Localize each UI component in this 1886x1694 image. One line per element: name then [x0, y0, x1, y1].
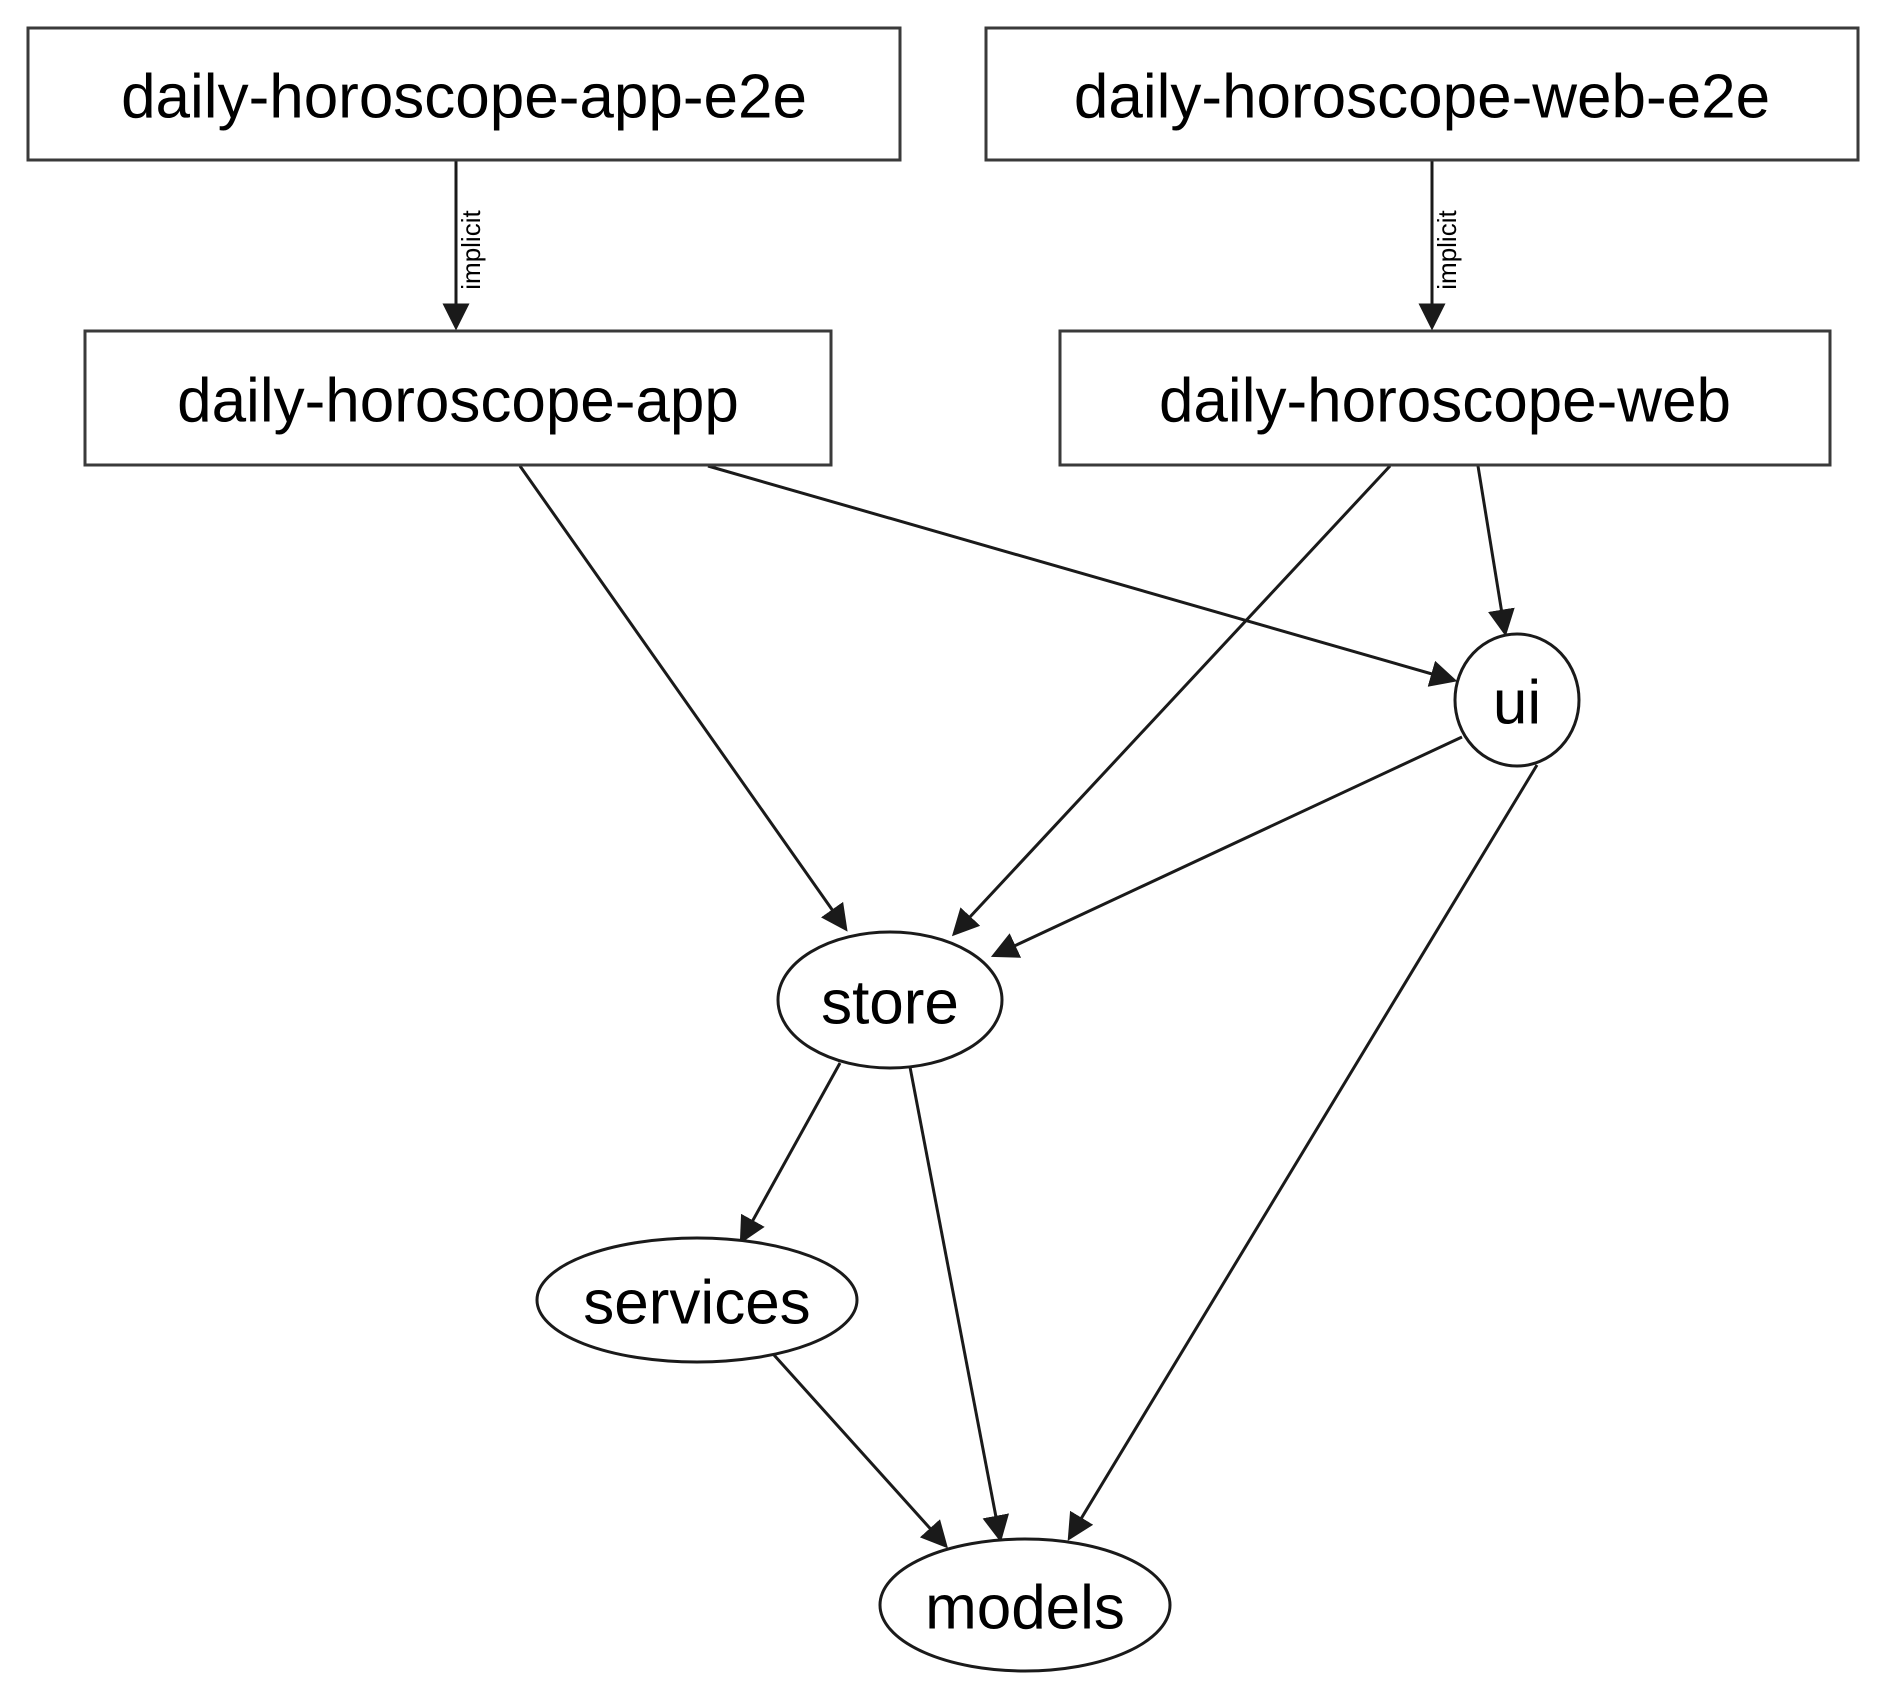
edge-services-to-models	[763, 1343, 949, 1549]
edge-app-to-store	[518, 465, 848, 932]
edge-store-to-services	[739, 1062, 842, 1244]
edge-line	[908, 1066, 1010, 1543]
node-label: ui	[1493, 669, 1541, 738]
edge-line	[518, 465, 848, 932]
edge-label-e2e-web-to-web: implicit	[1432, 210, 1462, 290]
edges-layer: implicit implicit	[442, 161, 1539, 1549]
edge-web-to-ui	[1476, 465, 1515, 637]
node-label: daily-horoscope-app	[177, 367, 739, 436]
node-shape-ellipse[interactable]	[878, 1537, 1172, 1673]
edge-ui-to-store	[990, 735, 1463, 958]
edge-line	[990, 735, 1463, 958]
edge-e2e-app-to-app: implicit	[442, 161, 486, 331]
node-shape-box[interactable]	[83, 329, 833, 467]
node-services[interactable]: services	[535, 1236, 859, 1364]
edge-line	[951, 464, 1392, 937]
edge-line	[739, 1062, 842, 1244]
node-daily-horoscope-web-e2e[interactable]: daily-horoscope-web-e2e	[984, 26, 1860, 162]
nodes-layer: daily-horoscope-app-e2e daily-horoscope-w…	[26, 26, 1860, 1673]
node-label: store	[821, 969, 959, 1038]
node-shape-ellipse[interactable]	[1453, 632, 1581, 768]
node-label: daily-horoscope-web	[1159, 367, 1731, 436]
node-daily-horoscope-app-e2e[interactable]: daily-horoscope-app-e2e	[26, 26, 902, 162]
node-shape-ellipse[interactable]	[535, 1236, 859, 1364]
edge-store-to-models	[908, 1066, 1010, 1543]
edge-app-to-ui	[707, 464, 1458, 687]
edge-line	[1067, 764, 1539, 1541]
node-shape-ellipse[interactable]	[776, 930, 1004, 1070]
node-label: daily-horoscope-web-e2e	[1074, 63, 1770, 132]
node-shape-box[interactable]	[984, 26, 1860, 162]
node-shape-box[interactable]	[26, 26, 902, 162]
node-shape-box[interactable]	[1058, 329, 1832, 467]
node-ui[interactable]: ui	[1453, 632, 1581, 768]
edge-label-e2e-app-to-app: implicit	[456, 210, 486, 290]
edge-web-to-store	[951, 464, 1392, 937]
node-label: services	[583, 1269, 810, 1338]
node-models[interactable]: models	[878, 1537, 1172, 1673]
edge-line	[1476, 465, 1515, 637]
node-daily-horoscope-web[interactable]: daily-horoscope-web	[1058, 329, 1832, 467]
node-label: daily-horoscope-app-e2e	[121, 63, 807, 132]
edge-ui-to-models	[1067, 764, 1539, 1541]
node-label: models	[925, 1574, 1125, 1643]
edge-line	[763, 1343, 949, 1549]
node-daily-horoscope-app[interactable]: daily-horoscope-app	[83, 329, 833, 467]
node-store[interactable]: store	[776, 930, 1004, 1070]
edge-line	[707, 464, 1458, 687]
edge-e2e-web-to-web: implicit	[1418, 161, 1462, 331]
